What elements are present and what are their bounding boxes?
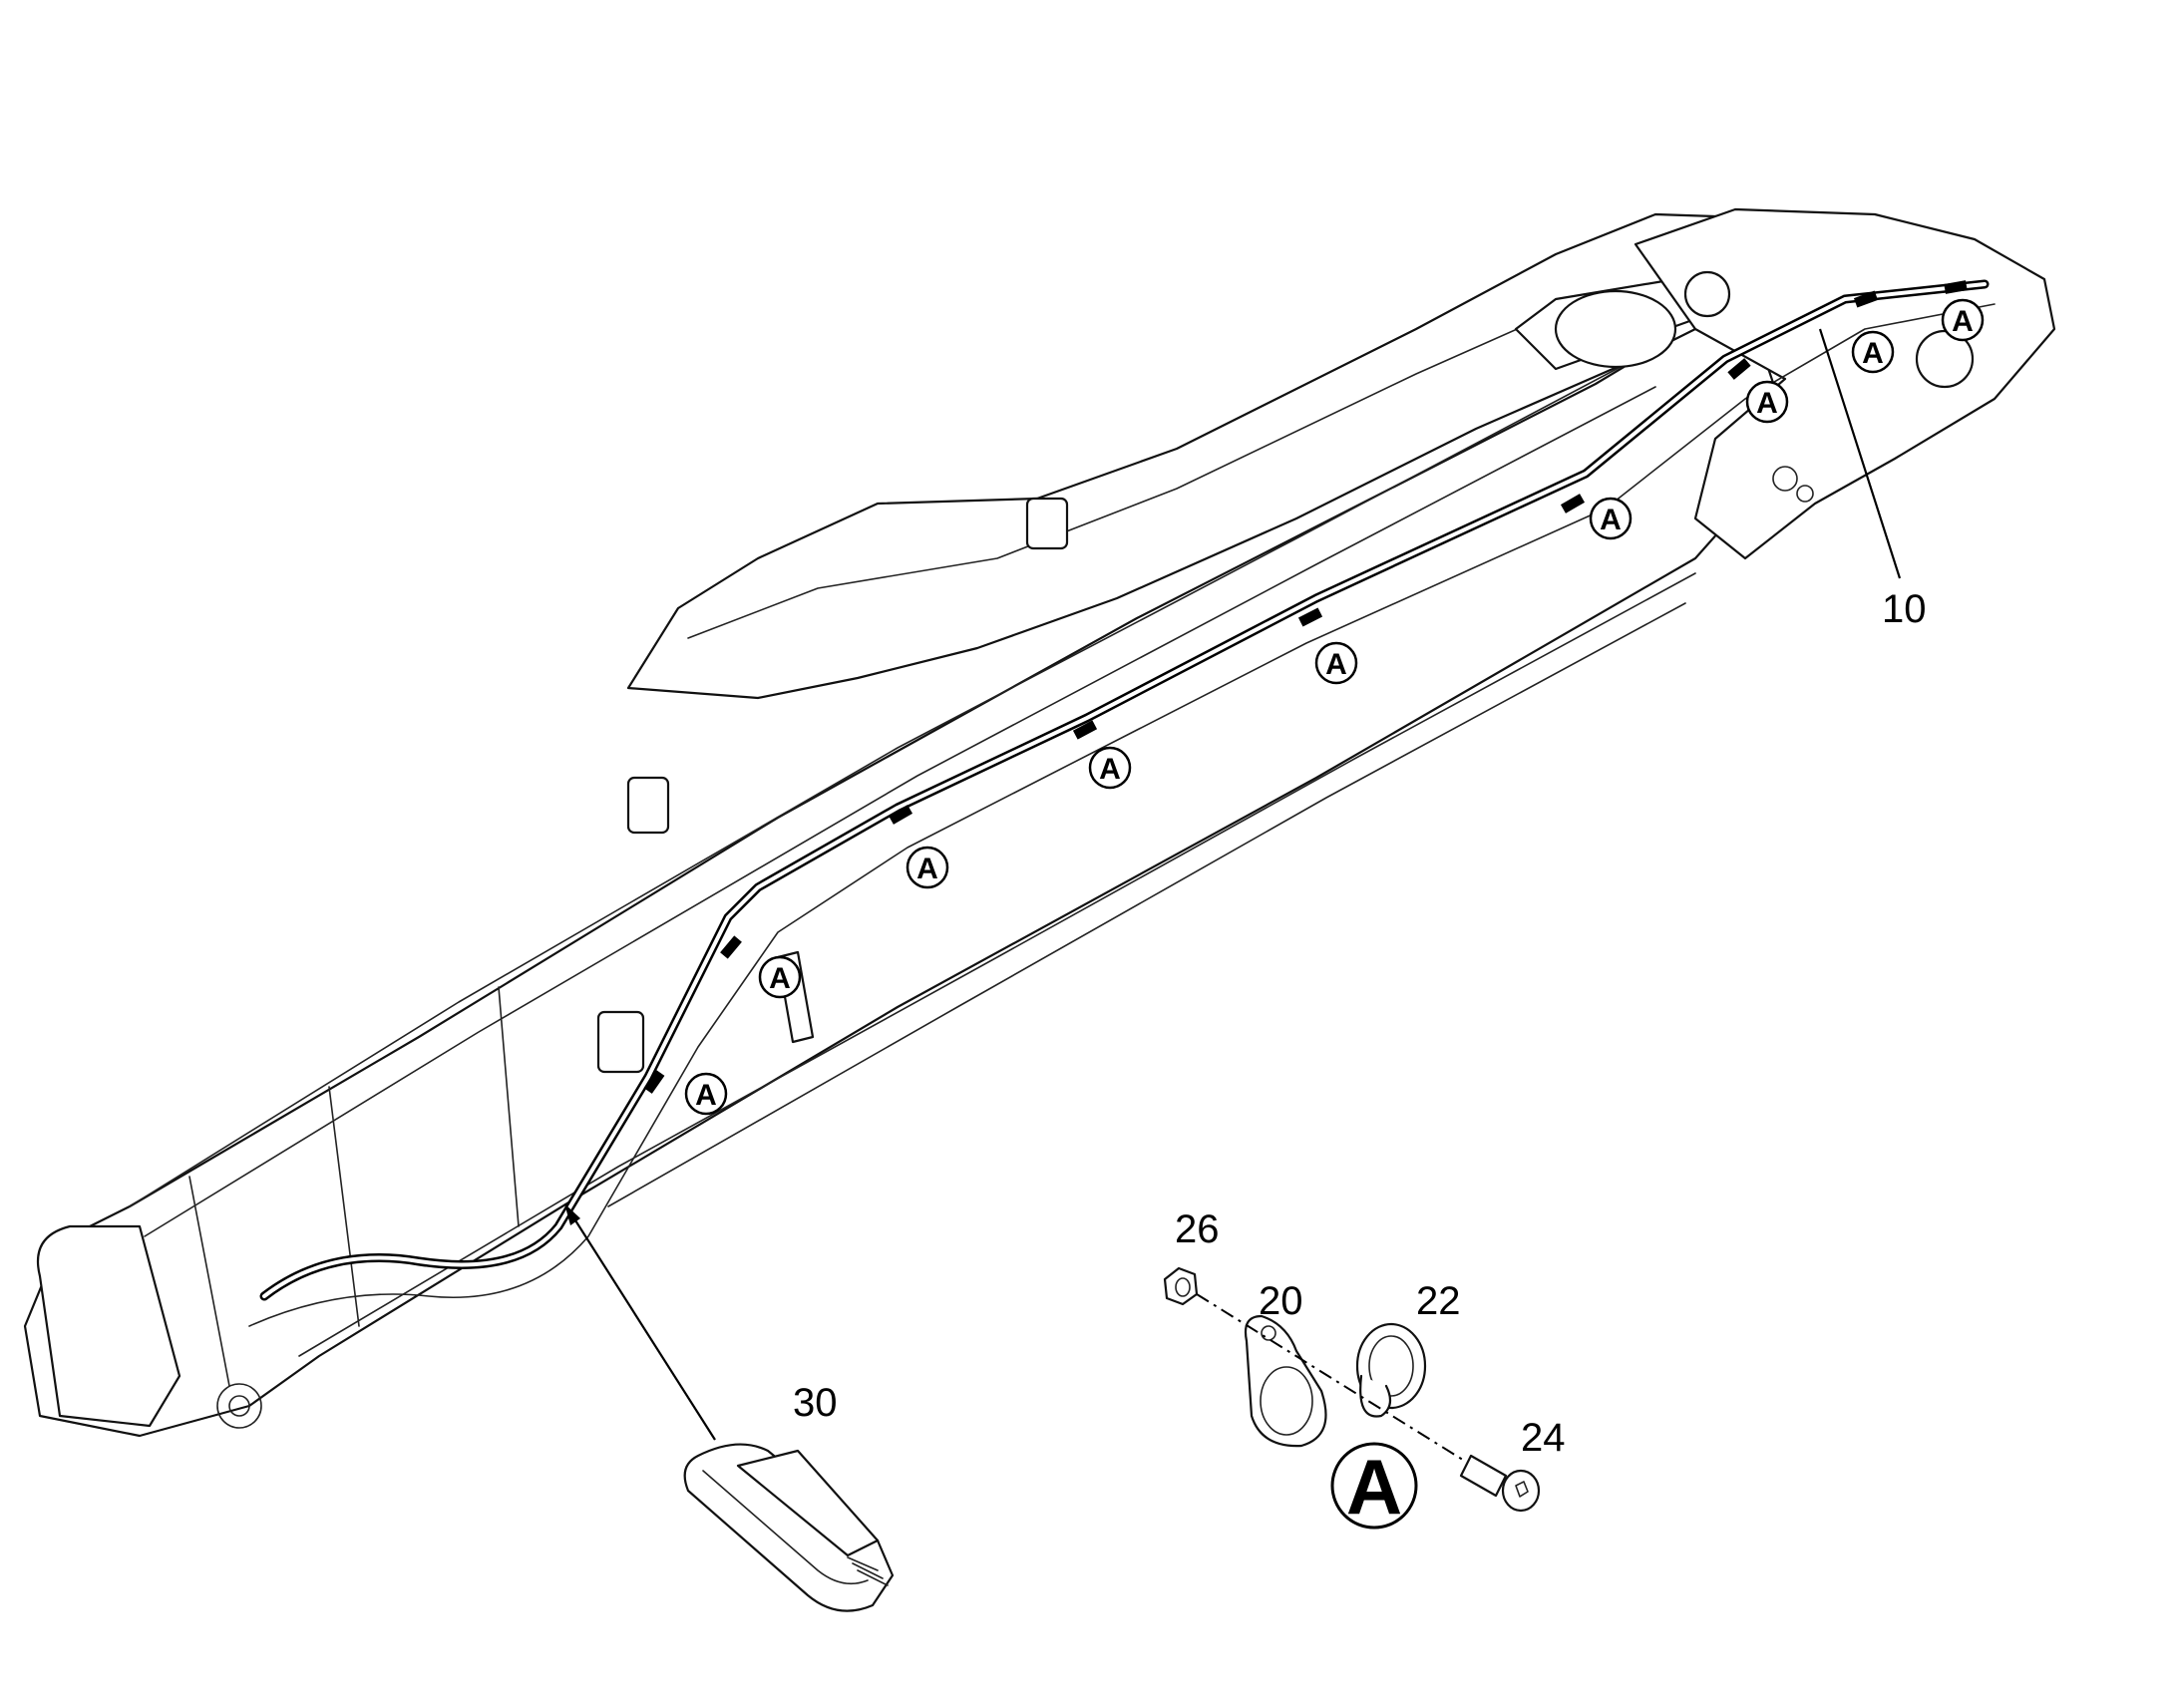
detail-marker-a: A — [1088, 746, 1132, 790]
detail-markers: A A A A A A A A A — [684, 298, 1985, 1116]
clamp-20 — [1244, 1314, 1327, 1448]
detail-marker-a: A — [1589, 497, 1633, 540]
leader-10 — [1818, 328, 1902, 579]
svg-text:A: A — [1325, 648, 1347, 681]
callout-24: 24 — [1521, 1416, 1566, 1460]
nut-26 — [1163, 1266, 1199, 1306]
hose-clamps — [643, 280, 1968, 1094]
detail-marker-a: A — [906, 846, 949, 889]
svg-text:A: A — [695, 1079, 717, 1112]
bolt-24 — [1459, 1454, 1541, 1513]
detail-marker-a: A — [684, 1072, 728, 1116]
callout-10: 10 — [1882, 587, 1927, 631]
callout-20: 20 — [1259, 1279, 1303, 1323]
velcro-strap — [564, 1203, 895, 1612]
detail-a-label: A — [1346, 1443, 1402, 1531]
callout-26: 26 — [1175, 1207, 1220, 1251]
detail-marker-a: A — [758, 955, 802, 999]
rubber-insert-22 — [1355, 1322, 1427, 1418]
detail-a-symbol — [1330, 1442, 1418, 1530]
detail-marker-a: A — [1745, 380, 1789, 424]
hose-line — [248, 279, 1996, 1327]
svg-text:A: A — [1099, 753, 1121, 786]
svg-text:A: A — [769, 962, 791, 995]
svg-text:A: A — [916, 853, 938, 885]
callout-30: 30 — [793, 1381, 838, 1425]
detail-a-parts: A — [1163, 1266, 1541, 1531]
svg-text:A: A — [1862, 337, 1884, 370]
svg-text:A: A — [1952, 305, 1974, 338]
assembly-axis-line — [1196, 1293, 1467, 1463]
svg-text:A: A — [1600, 504, 1622, 536]
callouts: 10 26 20 22 24 30 — [793, 587, 1927, 1460]
detail-marker-a: A — [1941, 298, 1985, 342]
detail-marker-a: A — [1851, 330, 1895, 374]
detail-marker-a: A — [1314, 641, 1358, 685]
callout-22: 22 — [1416, 1279, 1461, 1323]
svg-text:A: A — [1756, 387, 1778, 420]
